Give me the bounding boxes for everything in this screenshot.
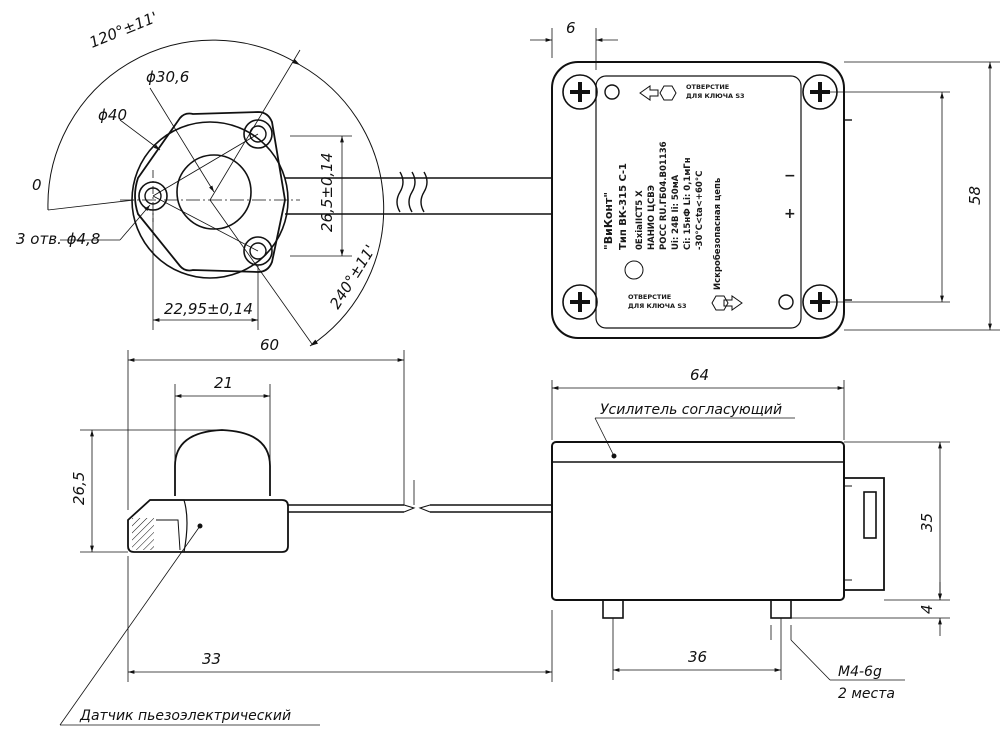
plate-brand: "ВиКонт"	[602, 192, 615, 250]
dim-21: 21	[214, 374, 233, 392]
dim-angle-0: 0	[32, 176, 42, 194]
label-amplifier: Усилитель согласующий	[600, 402, 782, 418]
dim-35: 35	[918, 513, 936, 532]
plate-bottom-note-1: ОТВЕРСТИЕ	[628, 293, 671, 301]
plate-line6: -30°С<ta<+60°С	[695, 171, 705, 250]
dim-60: 60	[260, 336, 279, 354]
amplifier-top-view	[530, 28, 1000, 339]
dim-26-5-side: 26,5	[70, 472, 88, 505]
dim-holes: 3 отв. ϕ4,8	[16, 230, 100, 248]
plate-top-note-2: ДЛЯ КЛЮЧА S3	[686, 92, 745, 100]
plate-line3: РОСС RU.ГБ04.В01136	[659, 141, 669, 250]
plate-circuit: Искробезопасная цепь	[712, 178, 723, 290]
sensor-side-view	[59, 350, 553, 726]
dim-6: 6	[566, 19, 576, 37]
plate-minus: −	[784, 168, 796, 184]
plate-logo-icon	[624, 260, 644, 280]
label-places: 2 места	[838, 686, 895, 702]
dim-58: 58	[966, 186, 984, 205]
label-sensor: Датчик пьезоэлектрический	[79, 708, 291, 724]
dim-36: 36	[688, 648, 707, 666]
dim-4: 4	[918, 604, 936, 614]
plate-line1: 0ExiaIICT5 X	[635, 190, 645, 250]
label-thread: M4-6g	[838, 664, 882, 680]
dimension-labels: 120°±11' 0 ϕ30,6 ϕ40 3 отв. ϕ4,8 26,5±0,…	[16, 8, 984, 724]
dim-d40: ϕ40	[98, 106, 127, 124]
nameplate: ОТВЕРСТИЕ ДЛЯ КЛЮЧА S3 ОТВЕРСТИЕ ДЛЯ КЛЮ…	[602, 83, 796, 310]
plate-bottom-note-2: ДЛЯ КЛЮЧА S3	[628, 302, 687, 310]
plate-type: Тип ВК-315 С-1	[618, 163, 629, 250]
sensor-top-view	[47, 39, 552, 347]
dim-d30-6: ϕ30,6	[146, 68, 189, 86]
dim-22-95: 22,95±0,14	[164, 300, 253, 318]
dim-26-5: 26,5±0,14	[318, 153, 336, 232]
dim-angle-120: 120°±11'	[87, 8, 160, 52]
plate-line2: НАНИО ЦСВЭ	[647, 185, 657, 250]
dim-64: 64	[690, 366, 709, 384]
plate-plus: +	[784, 206, 796, 222]
plate-top-note-1: ОТВЕРСТИЕ	[686, 83, 729, 91]
amplifier-side-view	[551, 380, 950, 681]
dim-angle-240: 240°±11'	[326, 242, 379, 313]
dim-33: 33	[202, 650, 221, 668]
plate-line4: Ui: 24В Ii: 50мА	[671, 174, 681, 250]
plate-line5: Ci: 15нФ Li: 0,1мГн	[683, 157, 693, 250]
